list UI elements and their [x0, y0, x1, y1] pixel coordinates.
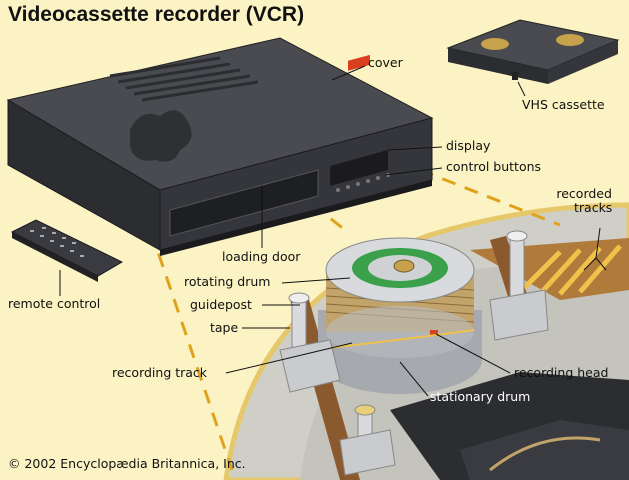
label-cover: cover: [368, 55, 403, 70]
label-recorded-tracks: recorded tracks: [556, 186, 613, 216]
label-remote-control: remote control: [8, 296, 101, 311]
vhs-cassette: [446, 19, 620, 84]
detail-cassette: [390, 372, 629, 480]
label-vhs-cassette: VHS cassette: [522, 97, 605, 112]
label-stationary-drum: stationary drum: [430, 389, 531, 404]
label-tape: tape: [210, 320, 239, 335]
label-recorded-tracks-line2: tracks: [574, 200, 613, 216]
label-recording-track: recording track: [112, 365, 208, 380]
label-control-buttons: control buttons: [446, 159, 542, 174]
label-loading-door: loading door: [222, 249, 301, 264]
vcr-body: [6, 37, 434, 256]
copyright-notice: © 2002 Encyclopædia Britannica, Inc.: [8, 456, 246, 471]
diagram-title: Videocassette recorder (VCR): [8, 3, 305, 26]
guideposts: [279, 230, 549, 476]
remote-control: [10, 219, 124, 282]
leader-lines: [59, 65, 607, 397]
label-rotating-drum: rotating drum: [184, 274, 271, 289]
label-guidepost: guidepost: [190, 297, 252, 312]
drum-assembly: [318, 237, 482, 394]
label-recording-head: recording head: [514, 365, 609, 380]
label-recorded-tracks-line1: recorded: [556, 186, 612, 201]
label-display: display: [446, 138, 491, 153]
